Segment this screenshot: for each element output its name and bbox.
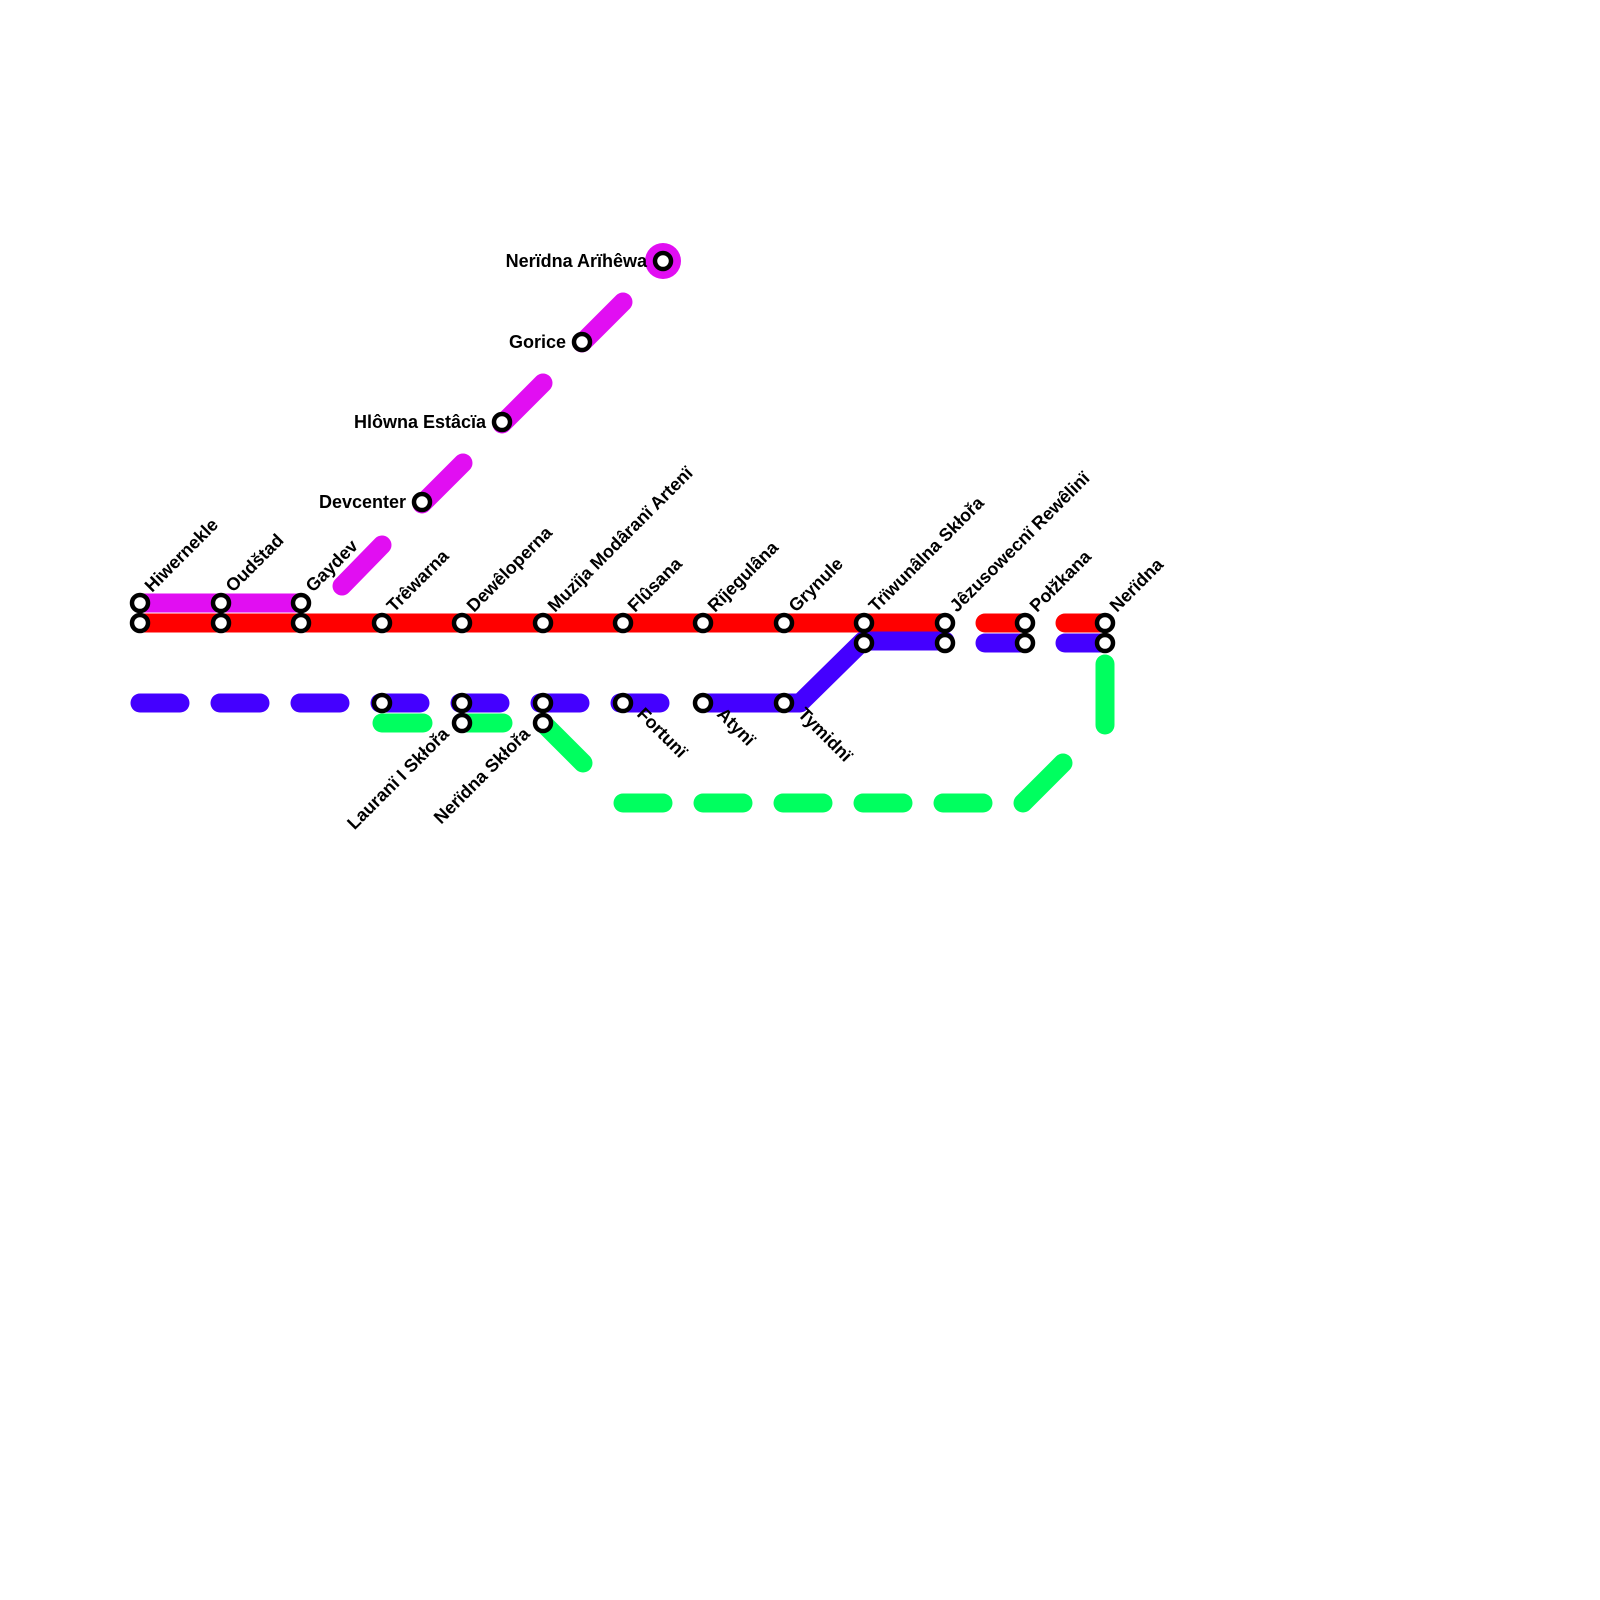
station-label-tymidni[interactable]: Tymidnï bbox=[794, 704, 857, 767]
station-marker[interactable] bbox=[532, 612, 554, 634]
station-marker[interactable] bbox=[612, 612, 634, 634]
station-label-neridna[interactable]: Nerïdna bbox=[1106, 554, 1168, 616]
station-marker[interactable] bbox=[532, 692, 554, 714]
station-marker[interactable] bbox=[1094, 632, 1116, 654]
station-marker[interactable] bbox=[451, 692, 473, 714]
station-marker[interactable] bbox=[1014, 612, 1036, 634]
station-label-polzkana[interactable]: Połžkana bbox=[1026, 546, 1096, 616]
station-marker[interactable] bbox=[129, 612, 151, 634]
station-label-oudstad[interactable]: Oudštad bbox=[222, 530, 288, 596]
station-label-devcenter[interactable]: Devcenter bbox=[319, 492, 406, 512]
station-label-rijegulana[interactable]: Rïjegulâna bbox=[704, 537, 783, 616]
station-marker[interactable] bbox=[210, 592, 232, 614]
station-marker[interactable] bbox=[129, 592, 151, 614]
station-marker[interactable] bbox=[652, 250, 674, 272]
station-labels: Hiwernekle Oudštad Gaydev Trêwarna Dewêl… bbox=[141, 251, 1168, 833]
station-label-jezusowecni[interactable]: Jêzusowecnï Rewêlinï bbox=[946, 467, 1095, 616]
station-label-grynule[interactable]: Grynule bbox=[785, 554, 847, 616]
station-marker[interactable] bbox=[853, 632, 875, 654]
station-marker[interactable] bbox=[571, 331, 593, 353]
station-marker[interactable] bbox=[853, 612, 875, 634]
station-marker[interactable] bbox=[290, 592, 312, 614]
station-marker[interactable] bbox=[371, 692, 393, 714]
green-line bbox=[372, 654, 1115, 813]
station-label-neridna-arihewa[interactable]: Nerïdna Arïhêwa bbox=[506, 251, 648, 271]
station-markers bbox=[129, 250, 1116, 734]
station-marker[interactable] bbox=[290, 612, 312, 634]
station-marker[interactable] bbox=[210, 612, 232, 634]
station-marker[interactable] bbox=[1014, 632, 1036, 654]
station-marker[interactable] bbox=[451, 612, 473, 634]
station-label-trewarna[interactable]: Trêwarna bbox=[383, 545, 454, 616]
station-marker[interactable] bbox=[1094, 612, 1116, 634]
station-label-muzija[interactable]: Muzïja Modâranï Artenï bbox=[544, 462, 698, 616]
station-marker[interactable] bbox=[451, 712, 473, 734]
station-marker[interactable] bbox=[934, 632, 956, 654]
station-marker[interactable] bbox=[773, 612, 795, 634]
station-marker[interactable] bbox=[692, 692, 714, 714]
station-marker[interactable] bbox=[532, 712, 554, 734]
station-marker[interactable] bbox=[773, 692, 795, 714]
station-marker[interactable] bbox=[612, 692, 634, 714]
station-marker[interactable] bbox=[411, 491, 433, 513]
station-label-gorice[interactable]: Gorice bbox=[509, 332, 566, 352]
blue-line-segment bbox=[695, 631, 955, 713]
station-marker[interactable] bbox=[491, 411, 513, 433]
station-marker[interactable] bbox=[934, 612, 956, 634]
station-label-fortuni[interactable]: Fortunï bbox=[633, 704, 692, 763]
station-label-hlowna[interactable]: Hlôwna Estâcïa bbox=[354, 412, 487, 432]
green-line-segment bbox=[1013, 753, 1073, 813]
station-marker[interactable] bbox=[692, 612, 714, 634]
station-label-hiwernekle[interactable]: Hiwernekle bbox=[141, 514, 222, 595]
station-label-flusana[interactable]: Flûsana bbox=[624, 553, 687, 616]
magenta-line-segment bbox=[332, 535, 392, 596]
station-marker[interactable] bbox=[371, 612, 393, 634]
